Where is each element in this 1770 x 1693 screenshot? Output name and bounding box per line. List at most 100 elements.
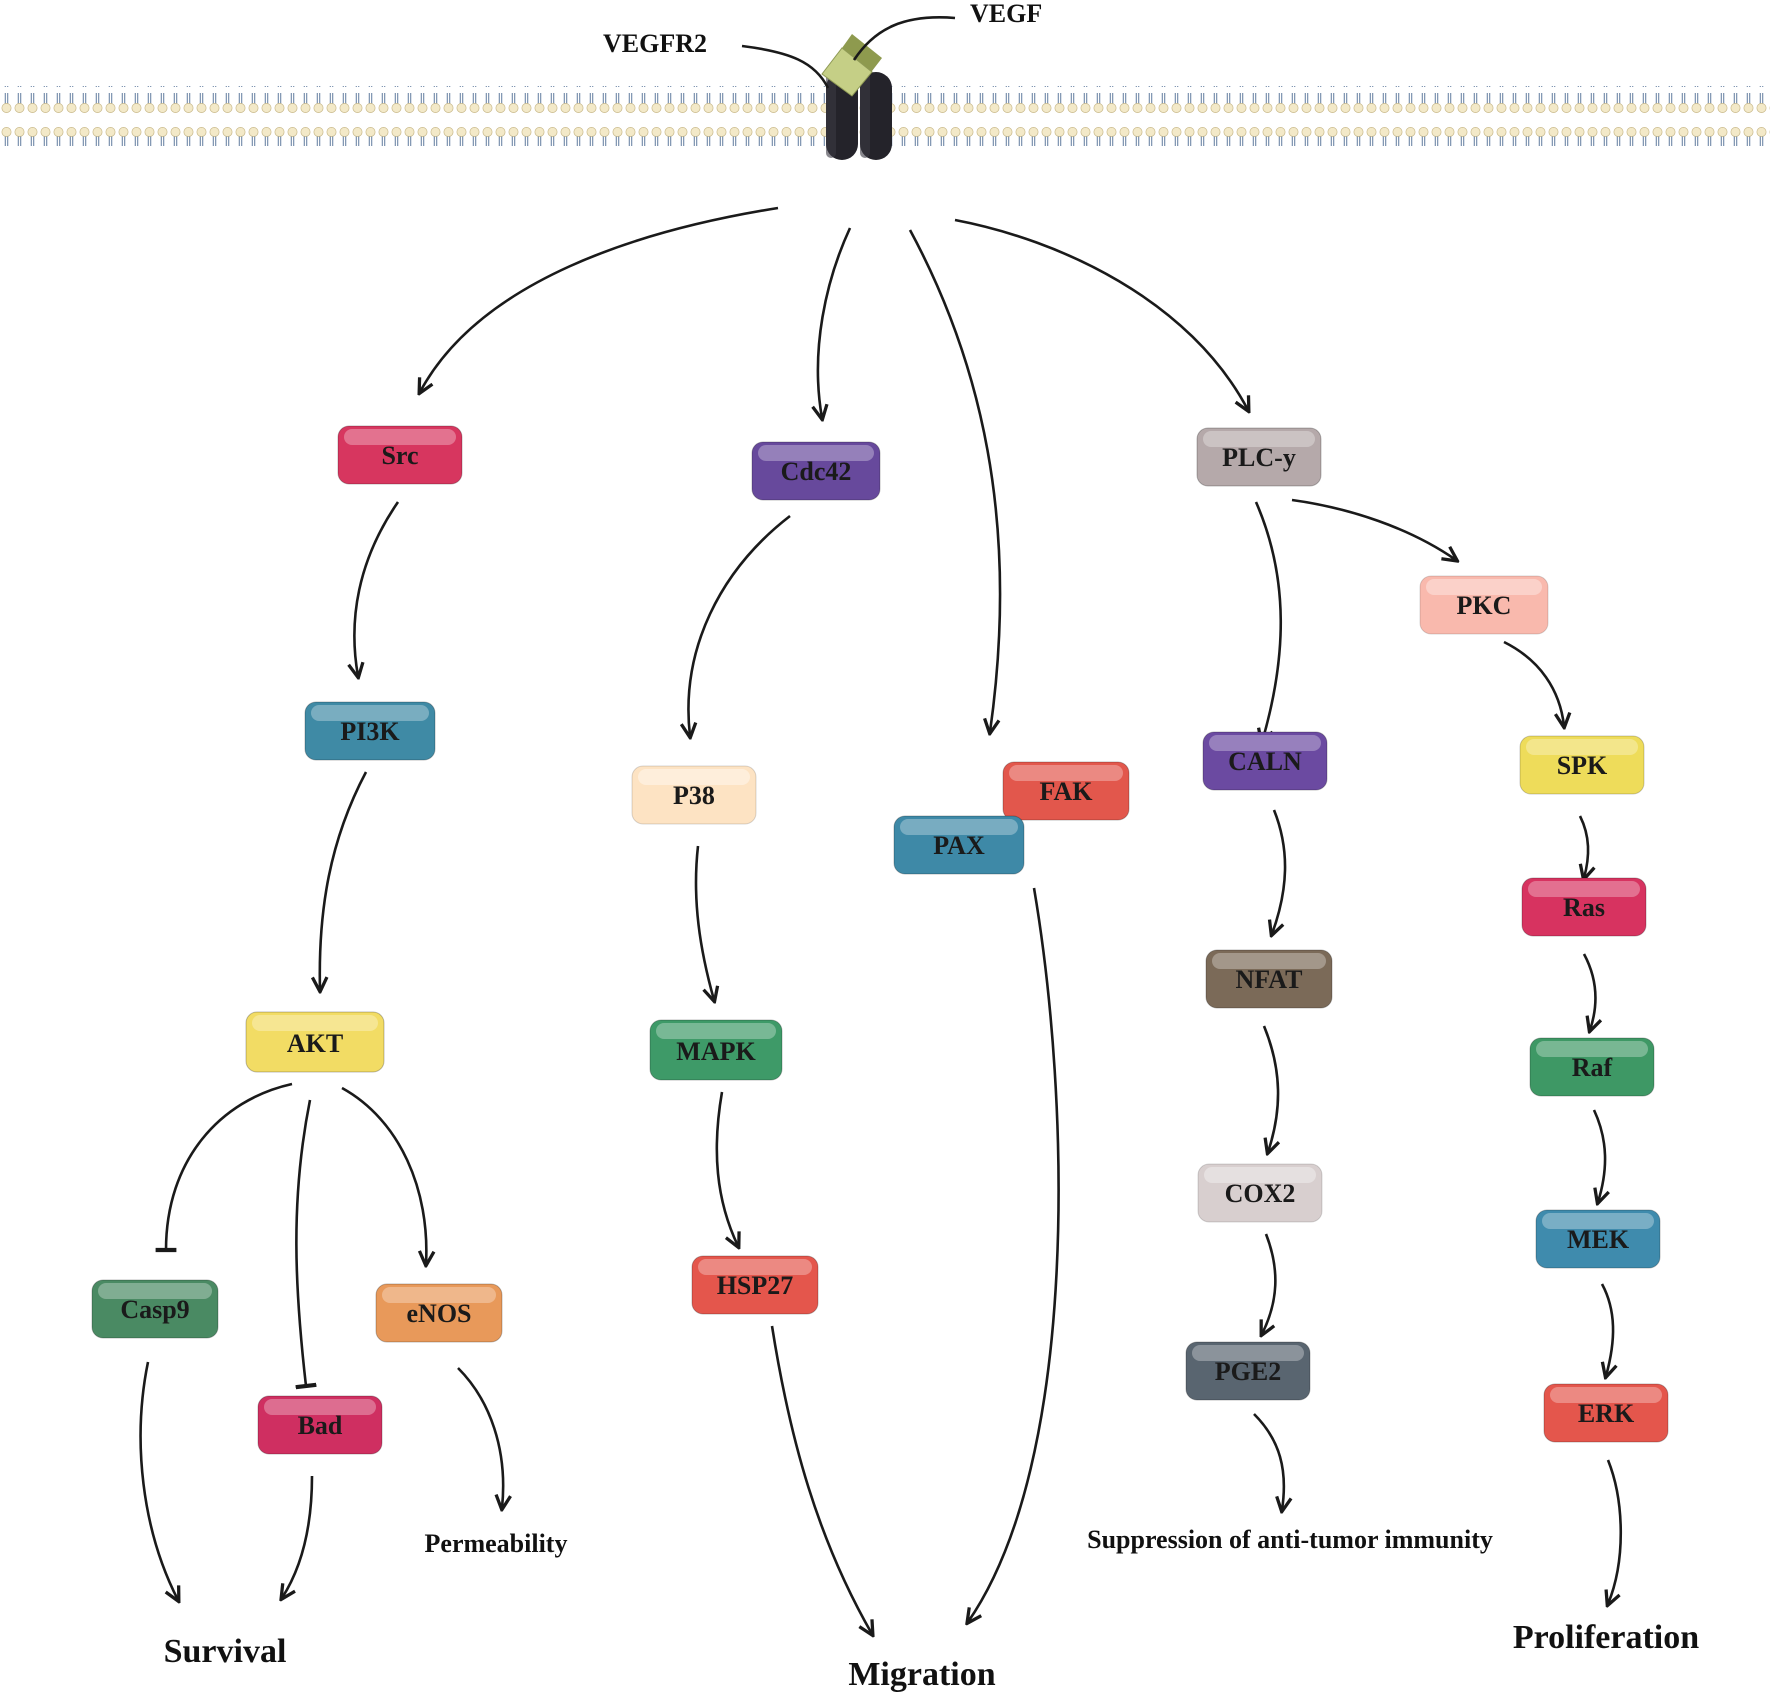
arrow-nfat-to-cox2 [1262,1025,1278,1152]
node-pax: PAX [893,815,1025,875]
outcome-permeability: Permeability [425,1529,568,1558]
arrow-spk-to-ras [1580,815,1588,878]
arrow-akt-to-enos [341,1086,426,1264]
node-mek-label: MEK [1567,1225,1630,1254]
node-mapk: MAPK [649,1019,783,1081]
arrow-plcy-to-caln [1254,501,1283,742]
node-hsp27-label: HSP27 [717,1271,794,1300]
arrow-cox2-to-pge2 [1262,1233,1277,1334]
node-ras-label: Ras [1563,893,1605,922]
node-src-box [337,425,463,485]
node-bad-box [257,1395,383,1455]
node-pkc: PKC [1419,575,1549,635]
node-pge2: PGE2 [1185,1341,1311,1401]
node-plcy-box [1196,427,1322,487]
arrow-pkc-to-spk [1503,640,1564,726]
node-cdc42: Cdc42 [751,441,881,501]
arrow-cdc42-to-p38 [688,514,791,736]
node-spk-box [1519,735,1645,795]
arrow-vegfr2-to-src [420,206,779,392]
node-pge2-box [1185,1341,1311,1401]
node-enos-box [375,1283,503,1343]
outcome-proliferation: Proliferation [1513,1619,1699,1656]
vegfr2-label: VEGFR2 [603,29,707,58]
inhibit-akt-to-bad [295,1099,317,1390]
arrow-vegfr2-to-cdc42 [818,227,852,418]
arrow-ras-to-raf [1582,953,1595,1030]
node-bad: Bad [257,1395,383,1455]
node-casp9-label: Casp9 [120,1295,189,1324]
outcome-survival: Survival [164,1633,287,1670]
node-pax-box [893,815,1025,875]
node-enos-label: eNOS [407,1299,472,1328]
node-fak-label: FAK [1040,777,1094,806]
node-pkc-box [1419,575,1549,635]
arrow-bad-to-survival [282,1475,314,1598]
arrow-enos-to-permeability [457,1367,503,1508]
node-pi3k-label: PI3K [340,717,400,746]
node-akt-label: AKT [287,1029,343,1058]
node-spk: SPK [1519,735,1645,795]
node-casp9: Casp9 [91,1279,219,1339]
node-p38: P38 [631,765,757,825]
node-mapk-box [649,1019,783,1081]
node-src: Src [337,425,463,485]
node-raf-box [1529,1037,1655,1097]
arrow-pi3k-to-akt [320,771,368,990]
node-pi3k: PI3K [304,701,436,761]
node-raf-label: Raf [1572,1053,1613,1082]
node-plcy: PLC-y [1196,427,1322,487]
arrow-vegfr2-to-fak [908,229,1002,732]
vegf-ligand [821,34,882,97]
node-cdc42-box [751,441,881,501]
node-pi3k-box [304,701,436,761]
node-nfat-label: NFAT [1236,965,1303,994]
node-raf: Raf [1529,1037,1655,1097]
arrow-src-to-pi3k [354,501,400,676]
arrow-pax-to-migration [968,887,1060,1622]
node-mapk-label: MAPK [676,1037,756,1066]
node-caln-box [1202,731,1328,791]
arrow-mek-to-erk [1602,1283,1613,1376]
node-caln-label: CALN [1228,747,1302,776]
arrow-plcy-to-pkc [1291,498,1456,560]
node-cox2-label: COX2 [1225,1179,1296,1208]
node-mek: MEK [1535,1209,1661,1269]
arrow-caln-to-nfat [1272,809,1287,934]
node-plcy-label: PLC-y [1222,443,1296,472]
node-spk-label: SPK [1557,751,1608,780]
arrow-erk-to-proliferation [1608,1459,1623,1604]
node-cox2-box [1197,1163,1323,1223]
vegf-leader-line [852,16,956,61]
outcome-migration: Migration [848,1656,995,1693]
node-cox2: COX2 [1197,1163,1323,1223]
node-p38-box [631,765,757,825]
vegf-label: VEGF [970,0,1042,28]
arrow-vegfr2-to-plcy [954,218,1248,410]
node-fak: FAK [1002,761,1130,821]
node-ras: Ras [1521,877,1647,937]
arrow-p38-to-mapk [694,845,714,1000]
arrow-hsp27-to-migration [770,1325,872,1634]
node-nfat: NFAT [1205,949,1333,1009]
node-caln: CALN [1202,731,1328,791]
node-erk: ERK [1543,1383,1669,1443]
node-nfat-box [1205,949,1333,1009]
arrow-mapk-to-hsp27 [715,1091,738,1246]
node-akt: AKT [245,1011,385,1073]
node-casp9-box [91,1279,219,1339]
outcome-suppression: Suppression of anti-tumor immunity [1087,1525,1493,1554]
node-src-label: Src [381,441,418,470]
node-p38-label: P38 [673,781,715,810]
arrow-pge2-to-suppression [1253,1413,1284,1510]
node-pkc-label: PKC [1457,591,1512,620]
node-cdc42-label: Cdc42 [781,457,852,486]
node-bad-label: Bad [298,1411,343,1440]
node-pax-label: PAX [933,831,985,860]
node-fak-box [1002,761,1130,821]
inhibit-akt-to-casp9 [155,1082,293,1253]
node-erk-label: ERK [1578,1399,1635,1428]
node-mek-box [1535,1209,1661,1269]
node-hsp27: HSP27 [691,1255,819,1315]
